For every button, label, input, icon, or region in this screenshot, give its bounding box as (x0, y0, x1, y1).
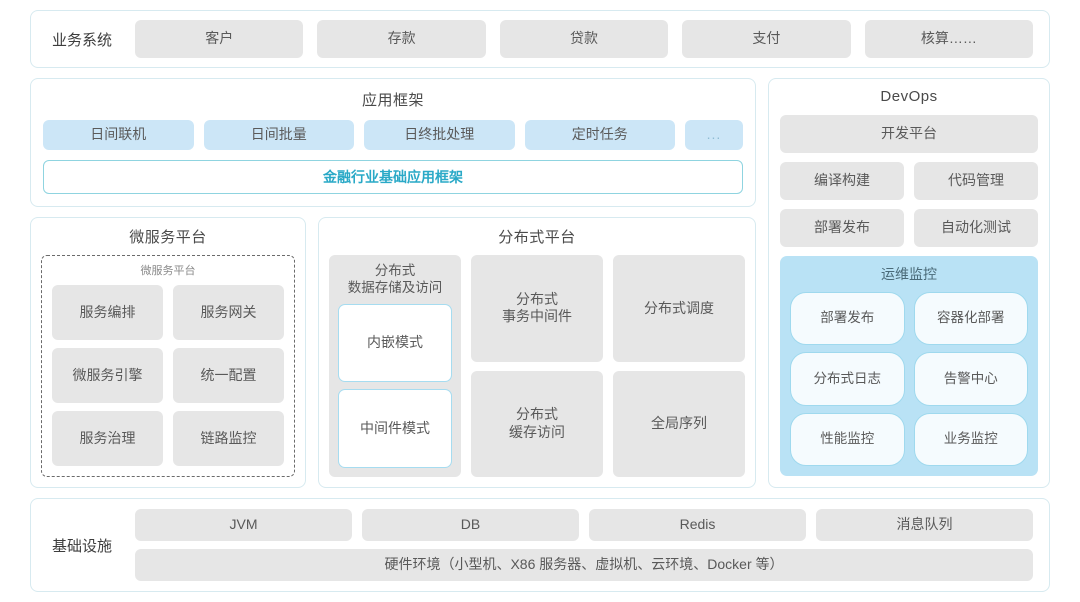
devops-development-platform[interactable]: 开发平台 (780, 115, 1038, 153)
devops-column: DevOps 开发平台 编译构建 代码管理 部署发布 自动化测试 运维监控 部署… (768, 78, 1050, 488)
business-system-payment[interactable]: 支付 (682, 20, 851, 58)
global-sequence[interactable]: 全局序列 (613, 370, 745, 477)
devops-compile-build[interactable]: 编译构建 (780, 162, 904, 200)
middle-area: 应用框架 日间联机 日间批量 日终批处理 定时任务 ... 金融行业基础应用框架… (30, 78, 1050, 488)
business-system-loan[interactable]: 贷款 (499, 20, 669, 58)
distributed-platform-panel: 分布式平台 分布式 数据存储及访问 内嵌模式 中间件模式 (318, 217, 756, 488)
app-framework-daytime-batch[interactable]: 日间批量 (203, 120, 354, 150)
platforms-row: 微服务平台 微服务平台 服务编排 服务网关 微服务引擎 统一配置 服务治理 链路… (30, 217, 756, 488)
ops-performance-monitoring[interactable]: 性能监控 (790, 412, 905, 466)
distributed-transaction-text: 分布式 事务中间件 (502, 291, 572, 326)
infrastructure-panel: 基础设施 JVM DB Redis 消息队列 硬件环境（小型机、X86 服务器、… (30, 498, 1050, 592)
distributed-data-storage-line1: 分布式 (374, 263, 416, 278)
app-framework-eod-batch[interactable]: 日终批处理 (364, 120, 515, 150)
app-framework-more-chip[interactable]: ... (685, 120, 743, 150)
infrastructure-label: 基础设施 (51, 537, 112, 555)
business-systems-chips: 客户 存款 贷款 支付 核算…… (135, 20, 1034, 58)
infrastructure-stack: JVM DB Redis 消息队列 硬件环境（小型机、X86 服务器、虚拟机、云… (135, 509, 1033, 581)
infrastructure-components: JVM DB Redis 消息队列 (135, 509, 1033, 541)
microservice-service-gateway[interactable]: 服务网关 (173, 285, 284, 340)
app-framework-panel: 应用框架 日间联机 日间批量 日终批处理 定时任务 ... 金融行业基础应用框架 (30, 78, 756, 207)
microservice-trace-monitoring[interactable]: 链路监控 (173, 411, 284, 466)
microservice-platform-panel: 微服务平台 微服务平台 服务编排 服务网关 微服务引擎 统一配置 服务治理 链路… (30, 217, 306, 488)
devops-title: DevOps (880, 88, 938, 105)
microservice-service-orchestration[interactable]: 服务编排 (52, 285, 163, 340)
distributed-cache-text: 分布式 缓存访问 (509, 406, 565, 441)
business-system-deposit[interactable]: 存款 (317, 20, 486, 58)
distributed-transaction-middleware[interactable]: 分布式 事务中间件 (471, 255, 603, 362)
infrastructure-redis[interactable]: Redis (589, 509, 806, 541)
distributed-data-storage-title: 分布式 数据存储及访问 (338, 263, 452, 297)
infrastructure-message-queue[interactable]: 消息队列 (816, 509, 1033, 541)
ops-business-monitoring[interactable]: 业务监控 (913, 412, 1028, 466)
app-framework-scheduled-task[interactable]: 定时任务 (524, 120, 675, 150)
infrastructure-db[interactable]: DB (362, 509, 579, 541)
finance-base-framework-box[interactable]: 金融行业基础应用框架 (43, 160, 743, 194)
microservice-engine[interactable]: 微服务引擎 (52, 348, 163, 403)
business-system-accounting[interactable]: 核算…… (864, 20, 1034, 58)
distributed-data-storage-line2: 数据存储及访问 (347, 279, 443, 295)
devops-pair-deploy: 部署发布 自动化测试 (780, 209, 1038, 247)
ops-deploy-release[interactable]: 部署发布 (790, 292, 905, 346)
business-systems-panel: 业务系统 客户 存款 贷款 支付 核算…… (30, 10, 1050, 68)
business-system-customer[interactable]: 客户 (135, 20, 304, 58)
microservice-grid: 服务编排 服务网关 微服务引擎 统一配置 服务治理 链路监控 (52, 285, 284, 466)
devops-automated-testing[interactable]: 自动化测试 (914, 209, 1038, 247)
microservice-dashed-box: 微服务平台 服务编排 服务网关 微服务引擎 统一配置 服务治理 链路监控 (41, 255, 295, 477)
distributed-transaction-line2: 事务中间件 (502, 308, 572, 325)
distributed-grid: 分布式 数据存储及访问 内嵌模式 中间件模式 分布式 事务中间件 (329, 255, 745, 477)
storage-mode-embedded[interactable]: 内嵌模式 (338, 303, 452, 383)
distributed-data-storage-card: 分布式 数据存储及访问 内嵌模式 中间件模式 (329, 255, 461, 477)
infrastructure-jvm[interactable]: JVM (135, 509, 352, 541)
ops-distributed-logging[interactable]: 分布式日志 (790, 352, 905, 406)
storage-mode-middleware[interactable]: 中间件模式 (338, 389, 452, 468)
ops-monitoring-box: 运维监控 部署发布 容器化部署 分布式日志 告警中心 性能监控 业务监控 (780, 256, 1038, 476)
app-framework-title: 应用框架 (361, 92, 424, 109)
distributed-cache-line2: 缓存访问 (509, 423, 565, 440)
devops-code-management[interactable]: 代码管理 (914, 162, 1038, 200)
microservice-platform-title: 微服务平台 (129, 229, 207, 246)
ops-monitoring-grid: 部署发布 容器化部署 分布式日志 告警中心 性能监控 业务监控 (790, 292, 1028, 466)
devops-pair-build: 编译构建 代码管理 (780, 162, 1038, 200)
middle-left-column: 应用框架 日间联机 日间批量 日终批处理 定时任务 ... 金融行业基础应用框架… (30, 78, 756, 488)
infrastructure-hardware-environment[interactable]: 硬件环境（小型机、X86 服务器、虚拟机、云环境、Docker 等） (135, 549, 1033, 581)
distributed-transaction-line1: 分布式 (516, 290, 558, 307)
app-framework-daytime-online[interactable]: 日间联机 (43, 120, 194, 150)
microservice-inner-label: 微服务平台 (140, 265, 196, 277)
ops-monitoring-title: 运维监控 (881, 266, 937, 282)
distributed-cache-line1: 分布式 (516, 406, 558, 423)
ops-alert-center[interactable]: 告警中心 (913, 352, 1028, 406)
microservice-unified-config[interactable]: 统一配置 (173, 348, 284, 403)
ops-containerized-deploy[interactable]: 容器化部署 (913, 292, 1028, 346)
microservice-service-governance[interactable]: 服务治理 (52, 411, 163, 466)
distributed-scheduling[interactable]: 分布式调度 (613, 255, 745, 362)
distributed-platform-title: 分布式平台 (498, 229, 576, 246)
business-systems-label: 业务系统 (51, 31, 112, 49)
app-framework-chips: 日间联机 日间批量 日终批处理 定时任务 ... (43, 120, 743, 150)
devops-deploy-release[interactable]: 部署发布 (780, 209, 904, 247)
devops-panel: DevOps 开发平台 编译构建 代码管理 部署发布 自动化测试 运维监控 部署… (768, 78, 1050, 488)
distributed-cache-access[interactable]: 分布式 缓存访问 (471, 370, 603, 477)
